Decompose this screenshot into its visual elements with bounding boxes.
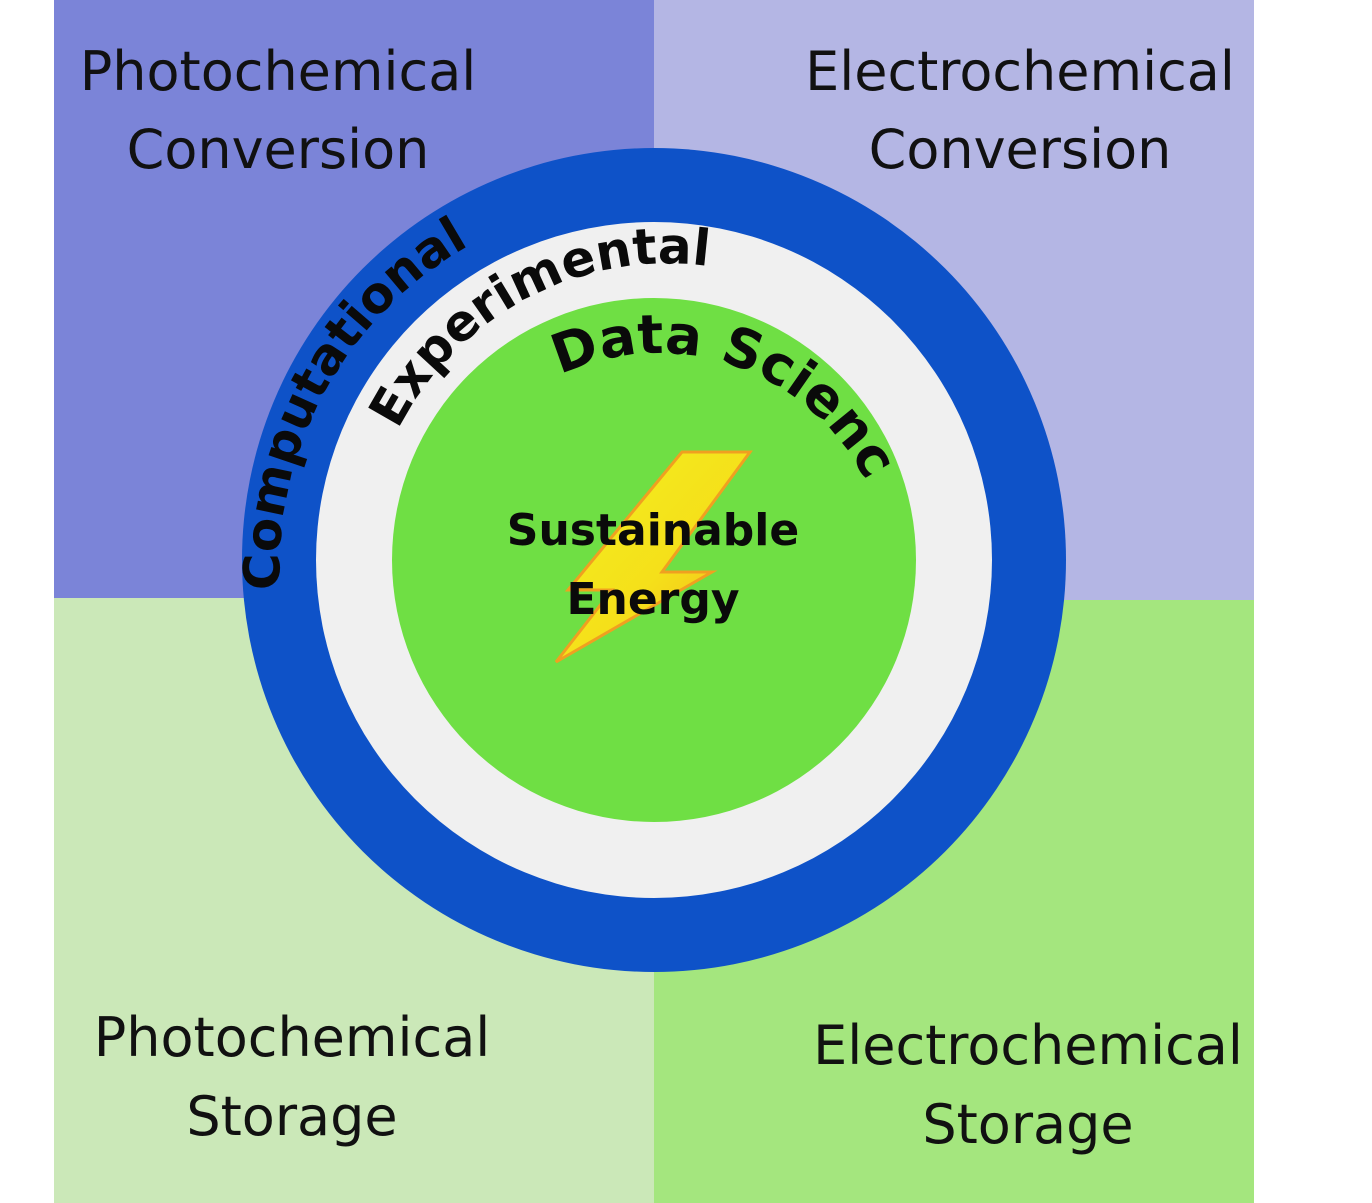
center-label-line1: Sustainable	[507, 505, 799, 556]
electrochemical-conversion-line2: Conversion	[869, 118, 1172, 181]
electrochemical-storage-line1: Electrochemical	[813, 1014, 1243, 1077]
photochemical-storage-line1: Photochemical	[94, 1006, 491, 1069]
lightning-bolt-icon	[554, 450, 753, 664]
electrochemical-storage-line2: Storage	[922, 1093, 1133, 1156]
center-label-line2: Energy	[566, 574, 739, 625]
electrochemical-conversion-line1: Electrochemical	[805, 40, 1235, 103]
photochemical-conversion-line1: Photochemical	[80, 40, 477, 103]
photochemical-conversion-line2: Conversion	[127, 118, 430, 181]
photochemical-storage-line2: Storage	[186, 1085, 397, 1148]
